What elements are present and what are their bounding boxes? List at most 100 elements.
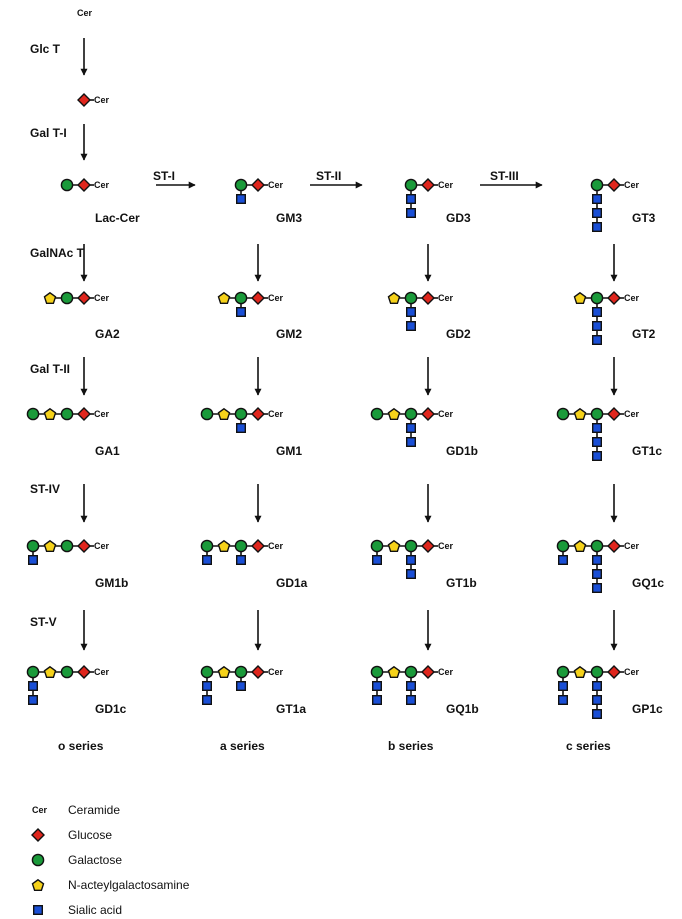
enzyme-st-iii: ST-III bbox=[490, 169, 519, 183]
ceramide-label: Cer bbox=[624, 667, 640, 677]
galactose-circle bbox=[404, 407, 418, 421]
sialic-acid-square bbox=[592, 681, 603, 692]
ceramide-label: Cer bbox=[94, 409, 110, 419]
sialic-acid-square bbox=[33, 905, 44, 916]
glucose-diamond bbox=[421, 178, 435, 192]
ceramide-label: Cer bbox=[268, 293, 284, 303]
label-ga1: GA1 bbox=[95, 444, 120, 458]
enzyme-glc-t: Glc T bbox=[30, 42, 61, 56]
structure-gm1: Cer bbox=[200, 407, 284, 434]
legend-galactose-label: Galactose bbox=[68, 853, 122, 867]
galactose-circle bbox=[404, 291, 418, 305]
galactose-circle bbox=[370, 539, 384, 553]
glucose-diamond bbox=[251, 178, 265, 192]
ceramide-label: Cer bbox=[94, 95, 110, 105]
enzyme-galnac-t: GalNAc T bbox=[30, 246, 85, 260]
label-gd1a: GD1a bbox=[276, 576, 308, 590]
structure-gq1b: Cer bbox=[370, 665, 454, 706]
glucose-diamond bbox=[607, 539, 621, 553]
structure-gd1c: Cer bbox=[26, 665, 110, 706]
structure-gt2: Cer bbox=[573, 291, 640, 346]
structure-lac-cer: Cer bbox=[60, 178, 110, 192]
legend-ceramide-label: Ceramide bbox=[68, 803, 120, 817]
glucose-diamond bbox=[421, 665, 435, 679]
sialic-acid-square bbox=[28, 695, 39, 706]
enzyme-st-iv: ST-IV bbox=[30, 482, 60, 496]
label-gt2: GT2 bbox=[632, 327, 656, 341]
galnac-pentagon bbox=[573, 665, 587, 678]
label-gd1b: GD1b bbox=[446, 444, 478, 458]
glucose-diamond bbox=[251, 407, 265, 421]
ceramide-label: Cer bbox=[268, 541, 284, 551]
sialic-acid-square bbox=[406, 207, 417, 218]
galactose-circle bbox=[60, 407, 74, 421]
sialic-acid-square bbox=[592, 437, 603, 448]
glucose-diamond bbox=[77, 407, 91, 421]
sialic-acid-square bbox=[235, 307, 246, 318]
structure-gt1b: Cer bbox=[370, 539, 454, 580]
galactose-circle bbox=[60, 178, 74, 192]
label-gm1: GM1 bbox=[276, 444, 302, 458]
sialic-acid-square bbox=[406, 555, 417, 566]
galactose-circle bbox=[404, 539, 418, 553]
sialic-acid-square bbox=[592, 221, 603, 232]
sialic-acid-square bbox=[406, 193, 417, 204]
sialic-acid-square bbox=[372, 695, 383, 706]
series-o: o series bbox=[58, 739, 104, 753]
structure-gm2: Cer bbox=[217, 291, 284, 318]
galnac-pentagon bbox=[43, 665, 57, 678]
legend-glucose-label: Glucose bbox=[68, 828, 112, 842]
galactose-circle bbox=[31, 853, 45, 867]
glucose-diamond bbox=[251, 291, 265, 305]
galactose-circle bbox=[26, 665, 40, 679]
sialic-acid-square bbox=[592, 193, 603, 204]
sialic-acid-square bbox=[592, 321, 603, 332]
series-b: b series bbox=[388, 739, 434, 753]
galactose-circle bbox=[200, 407, 214, 421]
galactose-circle bbox=[26, 539, 40, 553]
glucose-diamond bbox=[251, 665, 265, 679]
galnac-pentagon bbox=[43, 291, 57, 304]
ceramide-label: Cer bbox=[438, 541, 454, 551]
sialic-acid-square bbox=[201, 681, 212, 692]
enzyme-st-ii: ST-II bbox=[316, 169, 341, 183]
sialic-acid-square bbox=[558, 681, 569, 692]
sialic-acid-square bbox=[558, 555, 569, 566]
galactose-circle bbox=[200, 539, 214, 553]
label-gm3: GM3 bbox=[276, 211, 302, 225]
legend-symbols bbox=[31, 828, 45, 916]
ceramide-label: Cer bbox=[94, 541, 110, 551]
ceramide-label: Cer bbox=[624, 541, 640, 551]
ceramide-label: Cer bbox=[438, 180, 454, 190]
ceramide-label: Cer bbox=[268, 409, 284, 419]
legend-galnac-label: N-acteylgalactosamine bbox=[68, 878, 190, 892]
sialic-acid-square bbox=[372, 555, 383, 566]
label-lac-cer: Lac-Cer bbox=[95, 211, 140, 225]
glycan-structures: CerCerCerCerCerCerCerCerCerCerCerCerCerC… bbox=[26, 8, 640, 720]
glucose-diamond bbox=[77, 178, 91, 192]
structure-gq1c: Cer bbox=[556, 539, 640, 594]
galactose-circle bbox=[590, 291, 604, 305]
label-gt3: GT3 bbox=[632, 211, 656, 225]
galnac-pentagon bbox=[387, 539, 401, 552]
legend-cer-symbol: Cer bbox=[32, 805, 48, 815]
sialic-acid-square bbox=[592, 451, 603, 462]
galactose-circle bbox=[234, 407, 248, 421]
galactose-circle bbox=[556, 407, 570, 421]
galnac-pentagon bbox=[387, 407, 401, 420]
structure-gm3: Cer bbox=[234, 178, 284, 204]
galactose-circle bbox=[200, 665, 214, 679]
galactose-circle bbox=[60, 291, 74, 305]
galnac-pentagon bbox=[573, 291, 587, 304]
structure-gm1b: Cer bbox=[26, 539, 110, 566]
sialic-acid-square bbox=[592, 207, 603, 218]
galnac-pentagon bbox=[217, 291, 231, 304]
galnac-pentagon bbox=[573, 407, 587, 420]
label-gq1b: GQ1b bbox=[446, 702, 479, 716]
sialic-acid-square bbox=[406, 321, 417, 332]
structure-ga1: Cer bbox=[26, 407, 110, 421]
structure-gd2: Cer bbox=[387, 291, 454, 332]
structure-gd1b: Cer bbox=[370, 407, 454, 448]
sialic-acid-square bbox=[235, 681, 246, 692]
